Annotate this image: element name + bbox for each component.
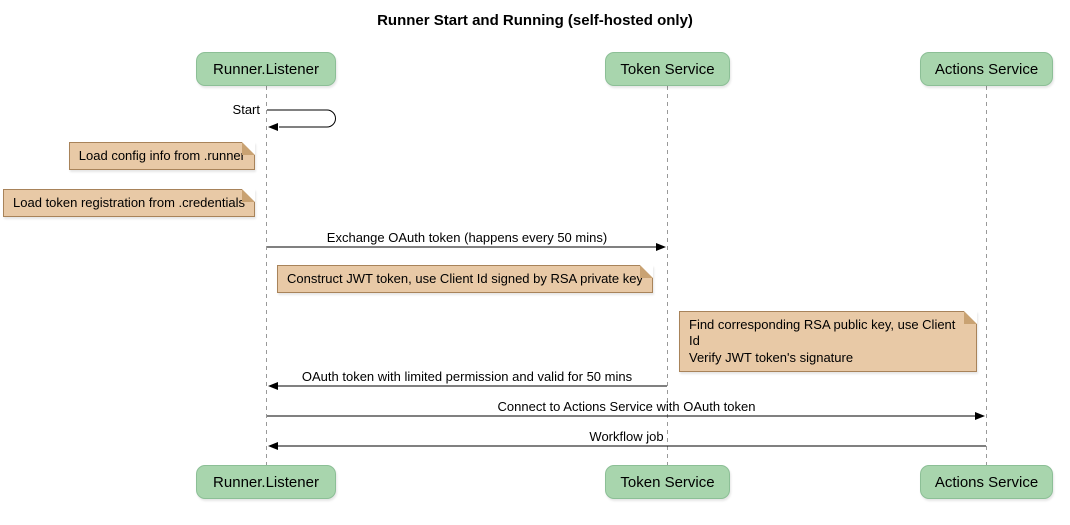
participant-runner-listener-top: Runner.Listener xyxy=(196,52,336,86)
note-verify-jwt: Find corresponding RSA public key, use C… xyxy=(679,311,977,372)
participant-label: Token Service xyxy=(620,60,715,78)
arrow-self-start xyxy=(267,109,336,128)
note-load-token-registration: Load token registration from .credential… xyxy=(3,189,255,218)
message-label-start: Start xyxy=(232,102,260,117)
note-load-config: Load config info from .runner xyxy=(68,142,256,171)
participant-token-service-top: Token Service xyxy=(605,52,730,86)
message-label-exchange-oauth: Exchange OAuth token (happens every 50 m… xyxy=(326,230,608,245)
diagram-title: Runner Start and Running (self-hosted on… xyxy=(377,12,693,29)
arrowhead-self-start xyxy=(268,123,278,131)
participant-label: Actions Service xyxy=(934,60,1039,78)
participant-label: Actions Service xyxy=(934,473,1039,491)
note-construct-jwt: Construct JWT token, use Client Id signe… xyxy=(277,265,653,294)
participant-token-service-bottom: Token Service xyxy=(605,465,730,499)
participant-actions-service-bottom: Actions Service xyxy=(920,465,1053,499)
message-label-workflow-job: Workflow job xyxy=(589,429,664,444)
message-label-connect-actions: Connect to Actions Service with OAuth to… xyxy=(497,399,756,414)
participant-runner-listener-bottom: Runner.Listener xyxy=(196,465,336,499)
participant-label: Runner.Listener xyxy=(213,473,319,491)
participant-actions-service-top: Actions Service xyxy=(920,52,1053,86)
participant-label: Runner.Listener xyxy=(213,60,319,78)
participant-label: Token Service xyxy=(620,473,715,491)
message-label-oauth-return: OAuth token with limited permission and … xyxy=(301,369,633,384)
